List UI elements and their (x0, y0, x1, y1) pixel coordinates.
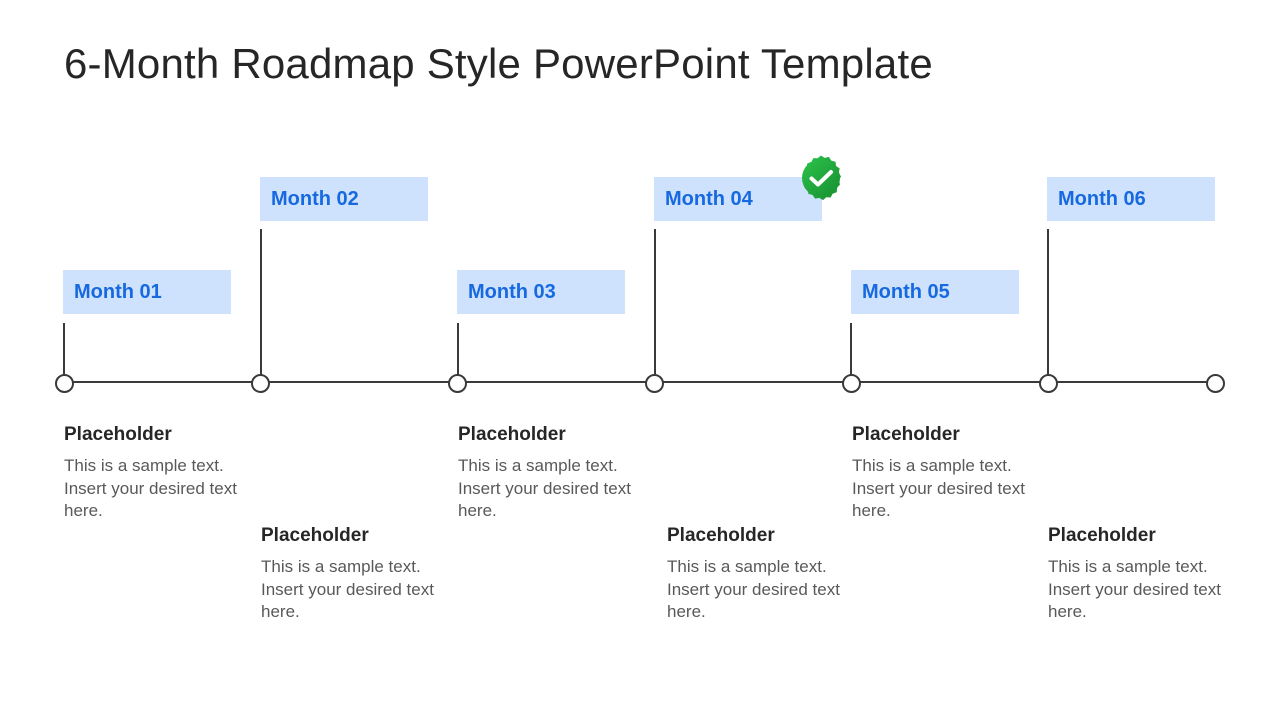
milestone-card-05: Placeholder This is a sample text. Inser… (852, 423, 1042, 523)
card-heading: Placeholder (667, 525, 775, 546)
milestone-card-02: Placeholder This is a sample text. Inser… (261, 524, 451, 624)
timeline-node (251, 374, 270, 393)
card-text: This is a sample text. Insert your desir… (458, 456, 631, 520)
timeline-node (55, 374, 74, 393)
month-label-06: Month 06 (1047, 177, 1215, 221)
timeline-node (842, 374, 861, 393)
timeline-node (645, 374, 664, 393)
milestone-card-03: Placeholder This is a sample text. Inser… (458, 423, 648, 523)
milestone-card-04: Placeholder This is a sample text. Inser… (667, 524, 857, 624)
milestone-stem (260, 229, 262, 375)
card-heading: Placeholder (458, 424, 566, 445)
milestone-stem (850, 323, 852, 375)
card-text: This is a sample text. Insert your desir… (852, 456, 1025, 520)
timeline-axis (64, 381, 1215, 383)
timeline-node (1039, 374, 1058, 393)
month-label-04: Month 04 (654, 177, 822, 221)
card-text: This is a sample text. Insert your desir… (261, 557, 434, 621)
card-text: This is a sample text. Insert your desir… (64, 456, 237, 520)
milestone-stem (457, 323, 459, 375)
timeline-node (448, 374, 467, 393)
milestone-stem (63, 323, 65, 375)
month-label-01: Month 01 (63, 270, 231, 314)
month-label-05: Month 05 (851, 270, 1019, 314)
slide-title: 6-Month Roadmap Style PowerPoint Templat… (64, 40, 933, 87)
milestone-card-06: Placeholder This is a sample text. Inser… (1048, 524, 1238, 624)
check-badge-icon (794, 151, 848, 205)
month-label-03: Month 03 (457, 270, 625, 314)
card-text: This is a sample text. Insert your desir… (1048, 557, 1221, 621)
milestone-stem (1047, 229, 1049, 375)
card-heading: Placeholder (852, 424, 960, 445)
timeline-end-node (1206, 374, 1225, 393)
milestone-stem (654, 229, 656, 375)
card-heading: Placeholder (1048, 525, 1156, 546)
card-heading: Placeholder (64, 424, 172, 445)
month-label-02: Month 02 (260, 177, 428, 221)
card-text: This is a sample text. Insert your desir… (667, 557, 840, 621)
card-heading: Placeholder (261, 525, 369, 546)
milestone-card-01: Placeholder This is a sample text. Inser… (64, 423, 254, 523)
